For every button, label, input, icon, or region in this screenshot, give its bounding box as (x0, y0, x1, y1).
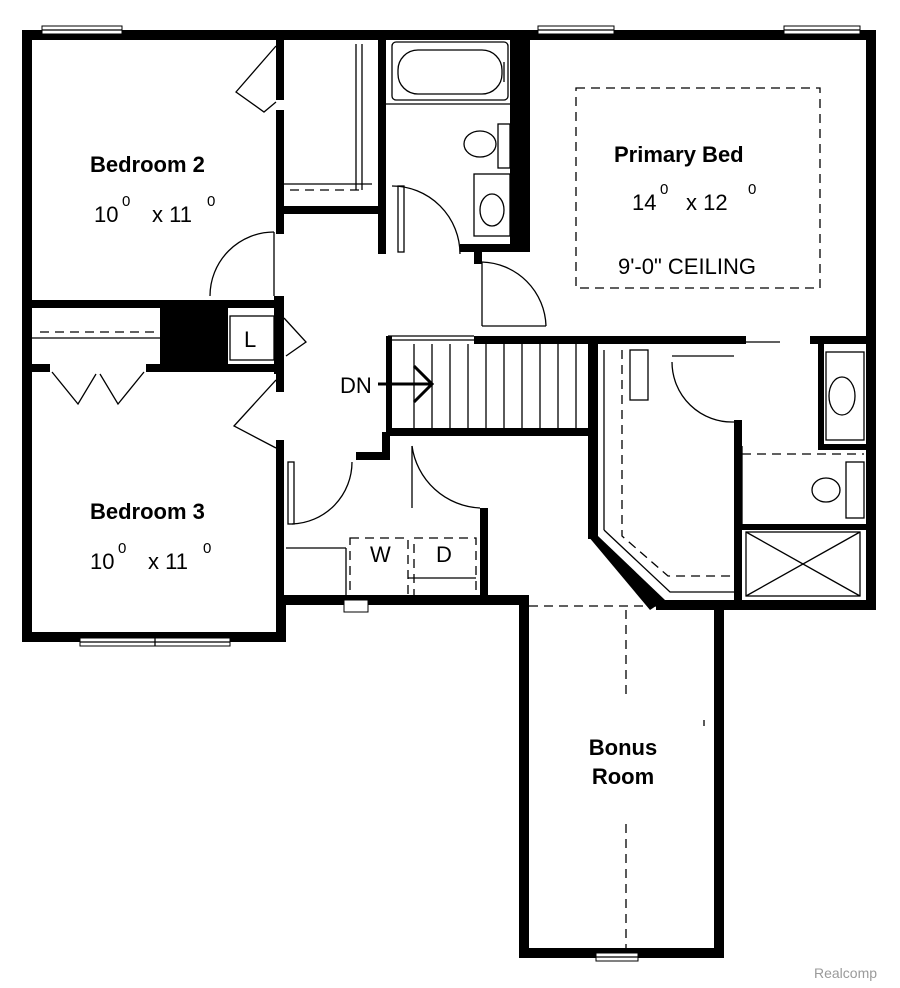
dryer-label: D (436, 542, 452, 567)
watermark: Realcomp (814, 965, 877, 981)
bedroom3-dim-b: x 11 (148, 549, 188, 574)
bedroom3-closet (32, 331, 160, 406)
stairs-down-label: DN (340, 373, 372, 398)
linen-label: L (244, 327, 256, 352)
washer-label: W (370, 542, 391, 567)
interior-walls (32, 40, 876, 610)
primary-bath (741, 351, 865, 597)
primary-ceiling: 9'-0" CEILING (618, 254, 756, 279)
bedroom3-dim-b-sup: 0 (203, 540, 211, 557)
bedroom2-dim-b: x 11 (152, 202, 192, 227)
primary-bed-name: Primary Bed (614, 142, 744, 167)
bonus-room-line2: Room (592, 764, 654, 789)
bedroom3-name: Bedroom 3 (90, 499, 205, 524)
bonus-room-lines (529, 605, 714, 948)
primary-closet (603, 341, 780, 593)
bedroom2-closet (235, 44, 372, 191)
room-labels: Bedroom 2 10 0 x 11 0 Bedroom 3 10 0 x 1… (90, 142, 756, 789)
primary-dim-b-sup: 0 (748, 181, 756, 198)
primary-ceiling-outline (575, 87, 821, 289)
hall-bath (386, 41, 512, 255)
windows (41, 25, 861, 962)
bedroom3-dim-a: 10 (90, 549, 114, 574)
bedroom2-name: Bedroom 2 (90, 152, 205, 177)
bedroom2-dim-a: 10 (94, 202, 118, 227)
primary-dim-b: x 12 (686, 190, 728, 215)
bedroom2-dim-a-sup: 0 (122, 193, 130, 210)
laundry (286, 537, 477, 597)
linen-closet (229, 315, 275, 361)
bedroom3-dim-a-sup: 0 (118, 540, 126, 557)
stairs (378, 335, 577, 428)
hall-doors (209, 231, 547, 525)
bedroom2-dim-b-sup: 0 (207, 193, 215, 210)
primary-dim-a: 14 (632, 190, 656, 215)
bonus-room-line1: Bonus (589, 735, 657, 760)
primary-dim-a-sup: 0 (660, 181, 668, 198)
